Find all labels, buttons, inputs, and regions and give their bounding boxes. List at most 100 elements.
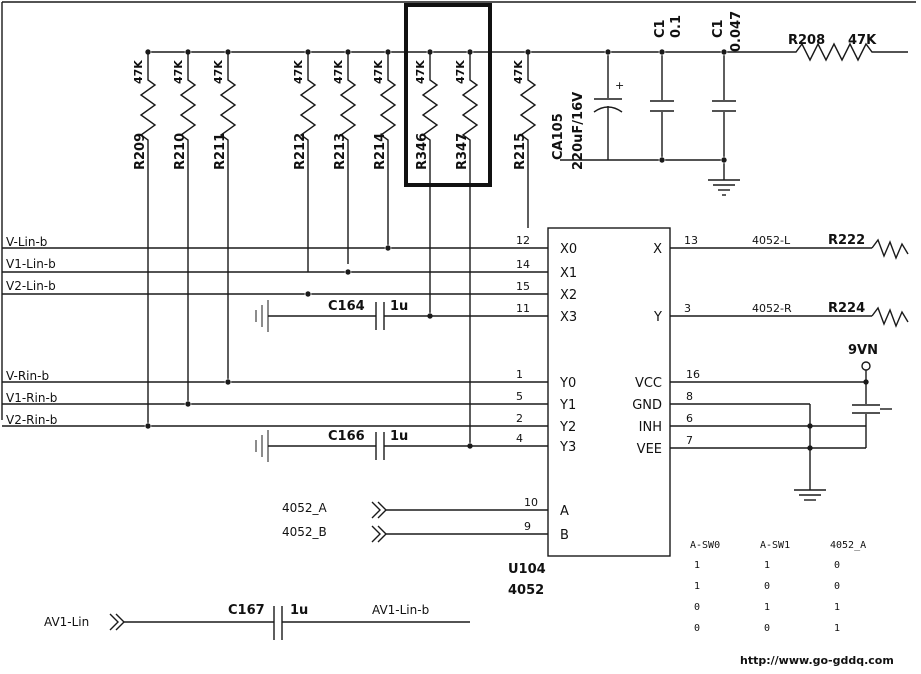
pin-name: Y2 — [559, 420, 576, 435]
pin8-label: 8 — [686, 390, 693, 403]
net-v-rin-b: V-Rin-b — [2, 369, 548, 386]
table-header: A-SW1 — [760, 540, 790, 551]
c167-value: 1u — [290, 603, 308, 618]
resistor-ref: R215 — [513, 133, 528, 170]
resistor-value: 47K — [212, 60, 225, 84]
resistor-r222 — [871, 238, 909, 260]
pin16-label: 16 — [686, 368, 700, 381]
c166-ref: C166 — [328, 429, 365, 444]
pin-number: 15 — [516, 280, 530, 293]
ca105-ref: CA105 — [551, 113, 566, 160]
pin-name: VEE — [637, 442, 662, 457]
signal-label: V1-Rin-b — [6, 391, 57, 405]
table-cell: 1 — [834, 602, 840, 613]
pin-name: Y0 — [559, 376, 576, 391]
signal-label: V-Rin-b — [6, 369, 49, 383]
c-0p047-ref: C1 — [711, 19, 726, 38]
pin-name: X2 — [560, 288, 577, 303]
pin9-label: 9 — [524, 520, 531, 533]
pin-name: INH — [639, 420, 662, 435]
pin-name: A — [560, 504, 569, 519]
capacitor-c164 — [255, 300, 548, 332]
net-v1-lin-b: V1-Lin-b — [2, 257, 548, 276]
table-cell: 1 — [834, 623, 840, 634]
c-0p047-value: 0.047 — [729, 11, 744, 52]
capacitor-c166 — [255, 430, 548, 462]
resistor-r214: R214 47K — [372, 48, 397, 248]
label-4052-a: 4052_A — [282, 501, 328, 515]
control-input-a — [371, 501, 548, 519]
junction-c01 — [658, 48, 666, 56]
resistor-ref: R346 — [415, 133, 430, 170]
resistor-r224 — [871, 306, 909, 328]
table-cell: 0 — [834, 560, 840, 571]
junction-c047 — [720, 48, 728, 56]
c166-value: 1u — [390, 429, 408, 444]
net-v2-rin-b: V2-Rin-b — [2, 413, 548, 430]
watermark: http://www.go-gddq.com — [740, 654, 894, 667]
resistor-ref: R214 — [373, 133, 388, 170]
ic-part: 4052 — [508, 583, 544, 598]
net-v-lin-b: V-Lin-b — [2, 235, 548, 252]
pin-name: Y — [653, 310, 662, 325]
junction-gnd1 — [658, 156, 666, 164]
signal-label: V1-Lin-b — [6, 257, 56, 271]
r208-ref: R208 — [788, 33, 825, 48]
resistor-ref: R213 — [333, 133, 348, 170]
table-cell: 0 — [694, 602, 700, 613]
signal-nets: V-Lin-bV1-Lin-bV2-Lin-bV-Rin-bV1-Rin-bV2… — [2, 48, 870, 452]
pin-name: B — [560, 528, 569, 543]
ca105-value: 220uF/16V — [571, 92, 586, 170]
table-cell: 1 — [764, 560, 770, 571]
signal-label: V-Lin-b — [6, 235, 47, 249]
resistor-value: 47K — [454, 60, 467, 84]
c-0p1-ref: C1 — [653, 19, 668, 38]
resistor-value: 47K — [292, 60, 305, 84]
ic-pins: 12X014X115X211X31Y05Y12Y24Y3ABXYVCCGNDIN… — [516, 234, 662, 543]
pin-name: X1 — [560, 266, 577, 281]
av1-port-label: AV1-Lin — [44, 615, 89, 629]
r222-ref: R222 — [828, 233, 865, 248]
resistor-ref: R210 — [173, 133, 188, 170]
ground-symbol-ic — [794, 489, 826, 501]
pin10-label: 10 — [524, 496, 538, 509]
resistor-value: 47K — [132, 60, 145, 84]
table-header: 4052_A — [830, 540, 866, 551]
pin-name: X3 — [560, 310, 577, 325]
pull-up-resistor-bank: R20947KR21047KR21147KR21247KR21347KR2144… — [132, 48, 537, 446]
table-cell: 0 — [694, 623, 700, 634]
resistor-r208 — [780, 42, 908, 62]
table-cell: 0 — [834, 581, 840, 592]
control-input-b — [371, 525, 548, 543]
ic-ref: U104 — [508, 562, 546, 577]
pin13-label: 13 — [684, 234, 698, 247]
pin-name: Y1 — [559, 398, 576, 413]
table-cell: 0 — [764, 623, 770, 634]
av1-input — [109, 606, 470, 640]
table-cell: 1 — [764, 602, 770, 613]
c164-ref: C164 — [328, 299, 365, 314]
pin6-label: 6 — [686, 412, 693, 425]
signal-label: V2-Rin-b — [6, 413, 57, 427]
resistor-ref: R212 — [293, 133, 308, 170]
resistor-value: 47K — [512, 60, 525, 84]
table-cell: 1 — [694, 581, 700, 592]
pin-name: X0 — [560, 242, 577, 257]
pin3-label: 3 — [684, 302, 691, 315]
net-4052-l: 4052-L — [752, 234, 791, 247]
net-4052-r: 4052-R — [752, 302, 792, 315]
ca105-plus-sign: + — [615, 79, 624, 92]
c167-ref: C167 — [228, 603, 265, 618]
signal-label: V2-Lin-b — [6, 279, 56, 293]
r208-value: 47K — [848, 33, 877, 48]
resistor-value: 47K — [372, 60, 385, 84]
table-cell: 0 — [764, 581, 770, 592]
table-cell: 1 — [694, 560, 700, 571]
